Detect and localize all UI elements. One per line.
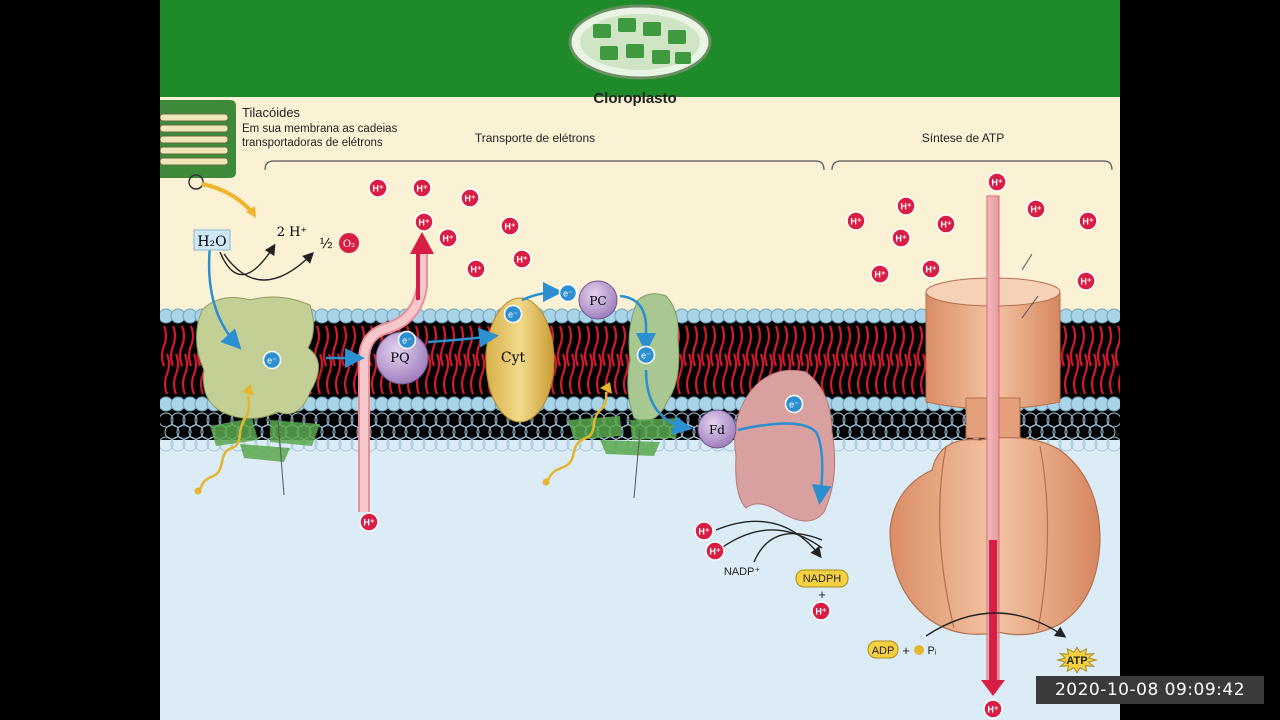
proton-marker: H⁺: [706, 542, 724, 560]
svg-text:H⁺: H⁺: [372, 184, 383, 194]
electron-marker: e⁻: [399, 332, 416, 349]
phosphate-dot: [914, 645, 924, 655]
svg-text:e⁻: e⁻: [641, 351, 651, 361]
atp-label: ATP: [1066, 655, 1087, 667]
svg-text:e⁻: e⁻: [563, 289, 573, 299]
fd-label: Fd: [709, 423, 725, 437]
svg-text:H⁺: H⁺: [698, 527, 709, 537]
photosynthesis-diagram: Cloroplasto Tilacóides Em sua membrana a…: [160, 0, 1120, 720]
proton-marker: H⁺: [415, 213, 433, 231]
proton-marker: H⁺: [467, 260, 485, 278]
electron-marker: e⁻: [560, 285, 577, 302]
svg-text:H⁺: H⁺: [1080, 277, 1091, 287]
proton-marker: H⁺: [461, 189, 479, 207]
legend-line-2: transportadoras de elétrons: [242, 137, 383, 149]
svg-text:H⁺: H⁺: [987, 705, 998, 715]
svg-text:H⁺: H⁺: [895, 234, 906, 244]
svg-text:H⁺: H⁺: [1082, 217, 1093, 227]
proton-marker: H⁺: [871, 265, 889, 283]
svg-text:H⁺: H⁺: [850, 217, 861, 227]
svg-text:e⁻: e⁻: [402, 336, 412, 346]
nadp-label: NADP⁺: [724, 566, 761, 578]
svg-text:e⁻: e⁻: [789, 400, 799, 410]
section-atp-synthesis: Síntese de ATP: [922, 131, 1005, 145]
proton-marker: H⁺: [501, 217, 519, 235]
svg-text:e⁻: e⁻: [508, 310, 518, 320]
svg-text:H⁺: H⁺: [418, 218, 429, 228]
oxygen-label: O₂: [343, 239, 355, 250]
proton-marker: H⁺: [1077, 272, 1095, 290]
legend-heading: Tilacóides: [242, 105, 301, 120]
proton-marker: H⁺: [413, 179, 431, 197]
proton-marker: H⁺: [922, 260, 940, 278]
proton-marker: H⁺: [513, 250, 531, 268]
video-timestamp: 2020-10-08 09:09:42: [1036, 676, 1264, 704]
svg-text:H⁺: H⁺: [900, 202, 911, 212]
two-protons-label: 2 H⁺: [277, 225, 308, 240]
proton-marker: H⁺: [984, 700, 1002, 718]
svg-text:H⁺: H⁺: [874, 270, 885, 280]
adp-plus: +: [902, 643, 910, 658]
electron-marker: e⁻: [505, 306, 522, 323]
chloroplast-icon: [570, 6, 710, 78]
proton-marker: H⁺: [892, 229, 910, 247]
proton-marker: H⁺: [695, 522, 713, 540]
svg-text:H⁺: H⁺: [991, 178, 1002, 188]
proton-marker: H⁺: [439, 229, 457, 247]
proton-marker: H⁺: [937, 215, 955, 233]
section-electron-transport: Transporte de elétrons: [475, 131, 595, 145]
svg-text:H⁺: H⁺: [940, 220, 951, 230]
proton-marker: H⁺: [1079, 212, 1097, 230]
svg-text:e⁻: e⁻: [267, 356, 277, 366]
legend-line-1: Em sua membrana as cadeias: [242, 123, 398, 135]
svg-text:H⁺: H⁺: [815, 607, 826, 617]
proton-marker: H⁺: [897, 197, 915, 215]
proton-marker: H⁺: [847, 212, 865, 230]
svg-text:H⁺: H⁺: [470, 265, 481, 275]
proton-marker: H⁺: [360, 513, 378, 531]
proton-marker: H⁺: [369, 179, 387, 197]
half-label: ½: [319, 236, 333, 252]
nadph-plus: +: [818, 587, 826, 602]
diagram-title: Cloroplasto: [593, 90, 676, 107]
svg-text:H⁺: H⁺: [464, 194, 475, 204]
adp-label: ADP: [872, 645, 895, 657]
proton-marker: H⁺: [988, 173, 1006, 191]
svg-text:H⁺: H⁺: [925, 265, 936, 275]
pq-label: PQ: [390, 351, 409, 366]
svg-text:H⁺: H⁺: [516, 255, 527, 265]
svg-text:H⁺: H⁺: [1030, 205, 1041, 215]
nadph-label: NADPH: [803, 573, 842, 585]
proton-marker: H⁺: [1027, 200, 1045, 218]
proton-marker: H⁺: [812, 602, 830, 620]
electron-marker: e⁻: [786, 396, 803, 413]
pi-label: Pᵢ: [927, 645, 936, 657]
cyt-label: Cyt: [501, 350, 526, 366]
water-label: H₂O: [197, 234, 226, 250]
svg-text:H⁺: H⁺: [363, 518, 374, 528]
pc-label: PC: [589, 294, 606, 308]
electron-marker: e⁻: [264, 352, 281, 369]
svg-text:H⁺: H⁺: [504, 222, 515, 232]
electron-marker: e⁻: [638, 347, 655, 364]
svg-text:H⁺: H⁺: [416, 184, 427, 194]
svg-text:H⁺: H⁺: [442, 234, 453, 244]
svg-text:H⁺: H⁺: [709, 547, 720, 557]
